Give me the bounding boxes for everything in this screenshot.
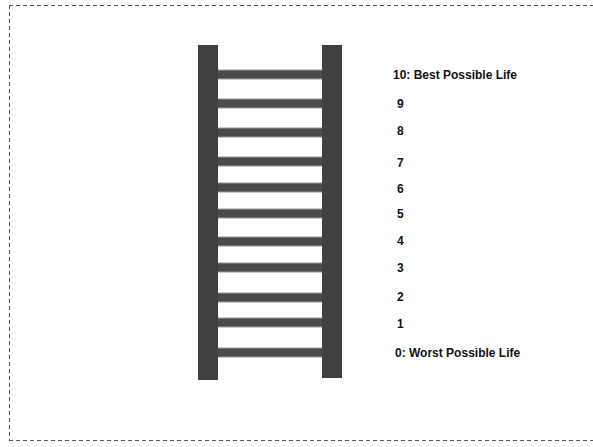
scale-label: 3 [397, 260, 404, 276]
ladder-rungs [216, 70, 324, 357]
scale-label: 5 [397, 206, 404, 222]
scale-label: 2 [397, 289, 404, 305]
scale-label: 10: Best Possible Life [393, 67, 517, 83]
scale-label: 6 [397, 181, 404, 197]
scale-label: 9 [397, 96, 404, 112]
scale-label: 8 [397, 123, 404, 139]
dashed-frame [9, 5, 593, 441]
ladder-rail [198, 45, 218, 380]
scale-label: 1 [397, 316, 404, 332]
scale-label: 7 [397, 155, 404, 171]
scale-label: 4 [397, 233, 404, 249]
scale-label: 0: Worst Possible Life [395, 345, 520, 361]
ladder-rail [322, 45, 342, 378]
